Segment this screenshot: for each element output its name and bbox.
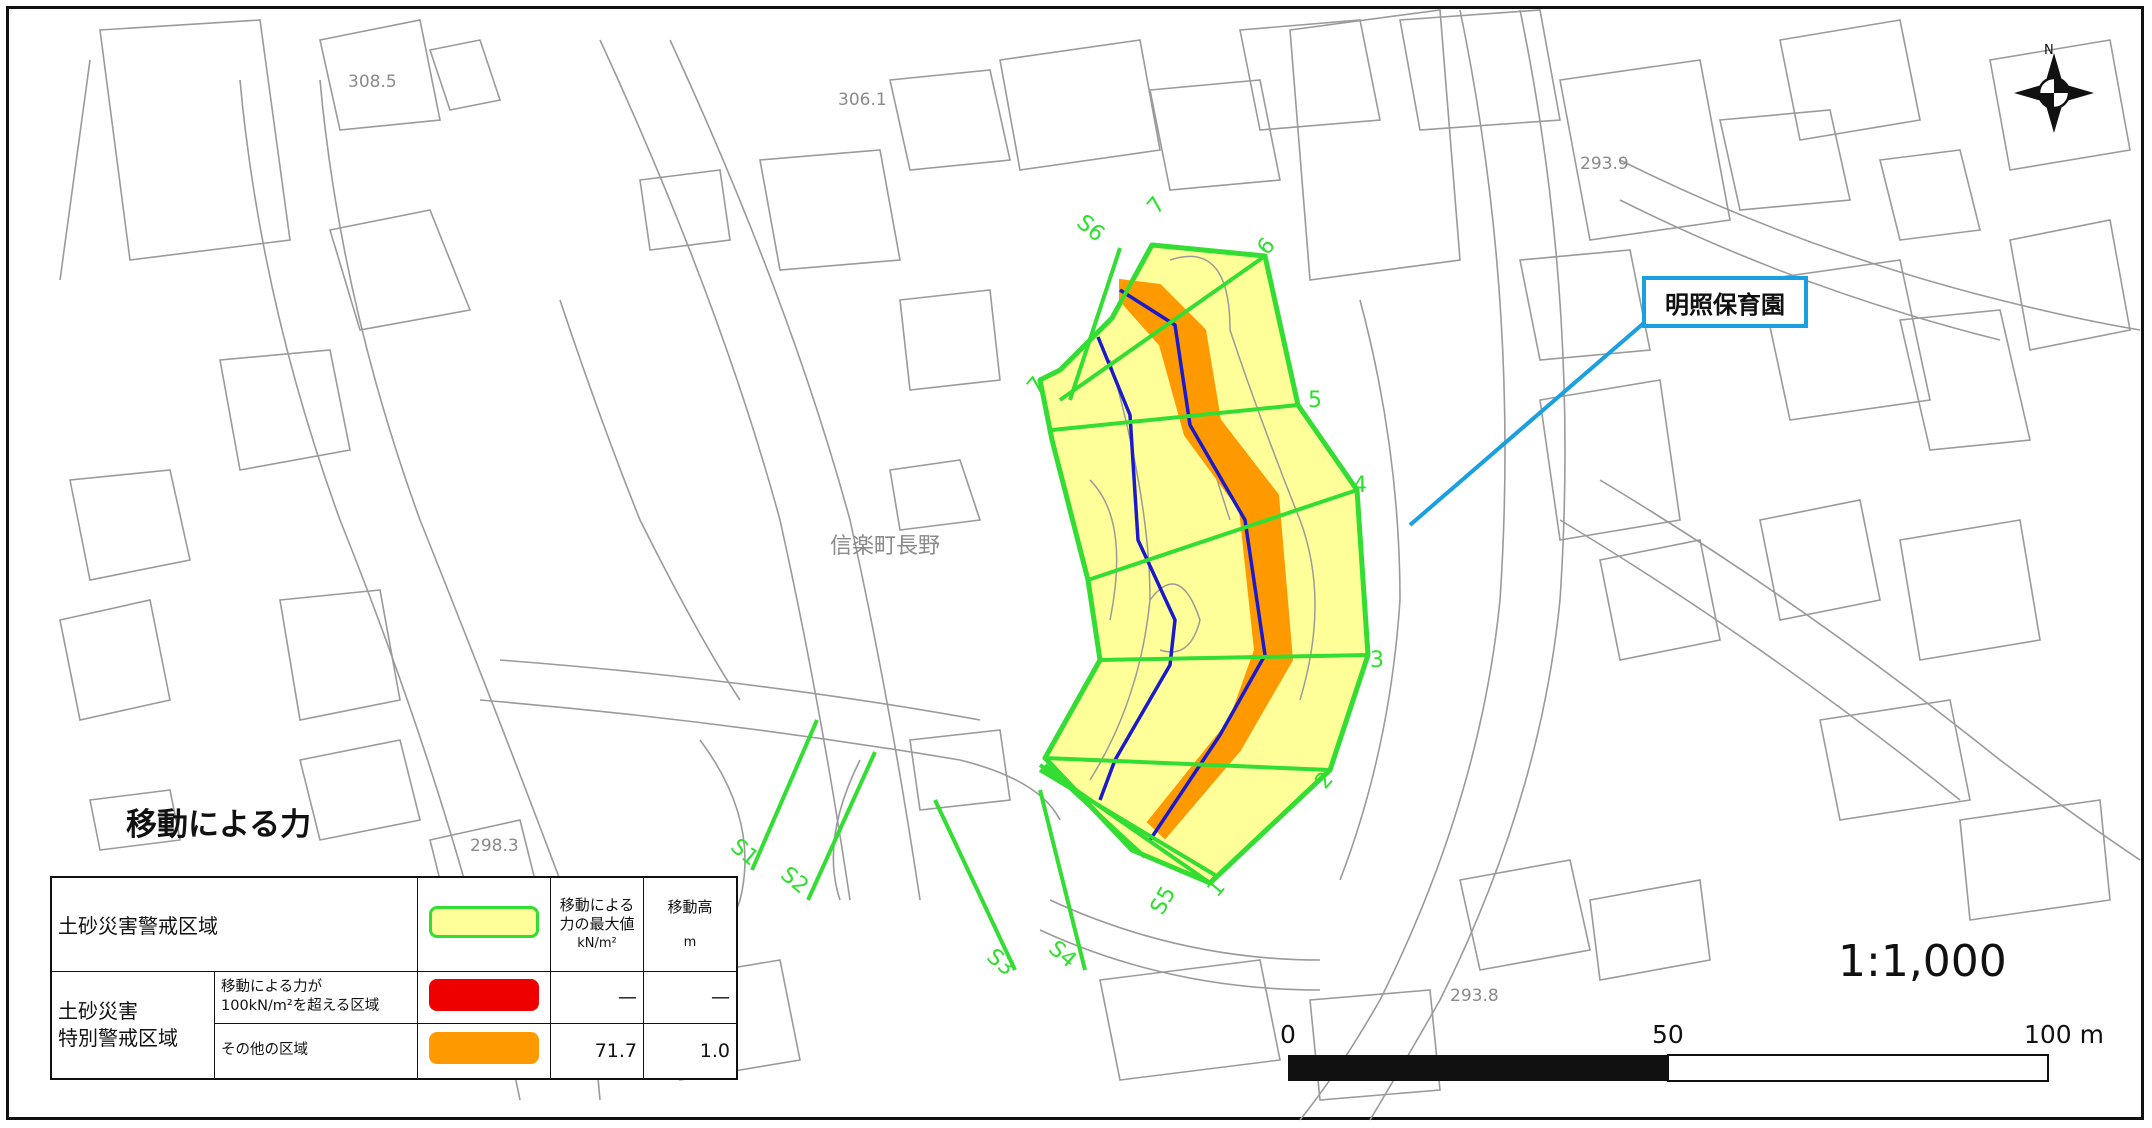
nursery-callout: 明照保育園: [1642, 276, 1808, 328]
section-label: 5: [1308, 388, 1322, 413]
height-unit-text: m: [683, 934, 697, 950]
legend-over-100-label: 移動による力が 100kN/m²を超える区域: [214, 970, 418, 1024]
other-force-value: 71.7: [550, 1022, 644, 1080]
scale-tick-label: 100 m: [2024, 1020, 2105, 1049]
warning-zone-swatch: [429, 905, 539, 938]
over-100-force-value: —: [550, 970, 644, 1024]
scale-ratio: 1:1,000: [1838, 936, 2007, 987]
elevation-label: 308.5: [348, 72, 397, 92]
force-header-text: 移動による力の最大値: [559, 896, 635, 934]
over-100-line2: 100kN/m²を超える区域: [221, 998, 380, 1014]
elevation-label: 306.1: [838, 90, 887, 110]
section-lines: [750, 244, 1369, 971]
section-label: 3: [1370, 648, 1384, 673]
height-header-text: 移動高: [667, 897, 713, 916]
north-label: N: [2044, 43, 2054, 58]
legend-height-header: 移動高 m: [643, 876, 738, 972]
base-map-lines: [59, 9, 2141, 1121]
section-label: 4: [1353, 473, 1367, 498]
scale-tick-label: 50: [1652, 1020, 1684, 1049]
legend-special-zone-label: 土砂災害 特別警戒区域: [50, 970, 215, 1080]
map-title: 移動による力: [126, 807, 312, 843]
legend-table: 土砂災害警戒区域 移動による力の最大値 kN/m² 移動高 m 土砂災害 特別警…: [50, 876, 738, 1080]
scale-tick-label: 0: [1280, 1020, 1296, 1049]
north-arrow: [2014, 53, 2094, 133]
scale-bar: [1288, 1054, 2049, 1082]
over-100-line1: 移動による力が: [221, 979, 323, 996]
legend-warning-zone-label: 土砂災害警戒区域: [50, 876, 418, 972]
legend-other-label: その他の区域: [214, 1022, 418, 1080]
force-unit-text: kN/m²: [577, 935, 617, 951]
legend-force-header: 移動による力の最大値 kN/m²: [550, 876, 644, 972]
special-zone-line2: 特別警戒区域: [58, 1025, 178, 1050]
over-100-swatch: [429, 978, 539, 1011]
special-zone-line1: 土砂災害: [58, 998, 138, 1023]
over-100-height-value: —: [643, 970, 738, 1024]
elevation-label: 293.8: [1450, 986, 1499, 1006]
elevation-label: 298.3: [470, 836, 519, 856]
callout-leader-line: [1408, 314, 1654, 527]
elevation-label: 293.9: [1580, 154, 1629, 174]
other-zone-swatch: [429, 1032, 539, 1065]
other-height-value: 1.0: [643, 1022, 738, 1080]
place-name-label: 信楽町長野: [830, 534, 941, 559]
